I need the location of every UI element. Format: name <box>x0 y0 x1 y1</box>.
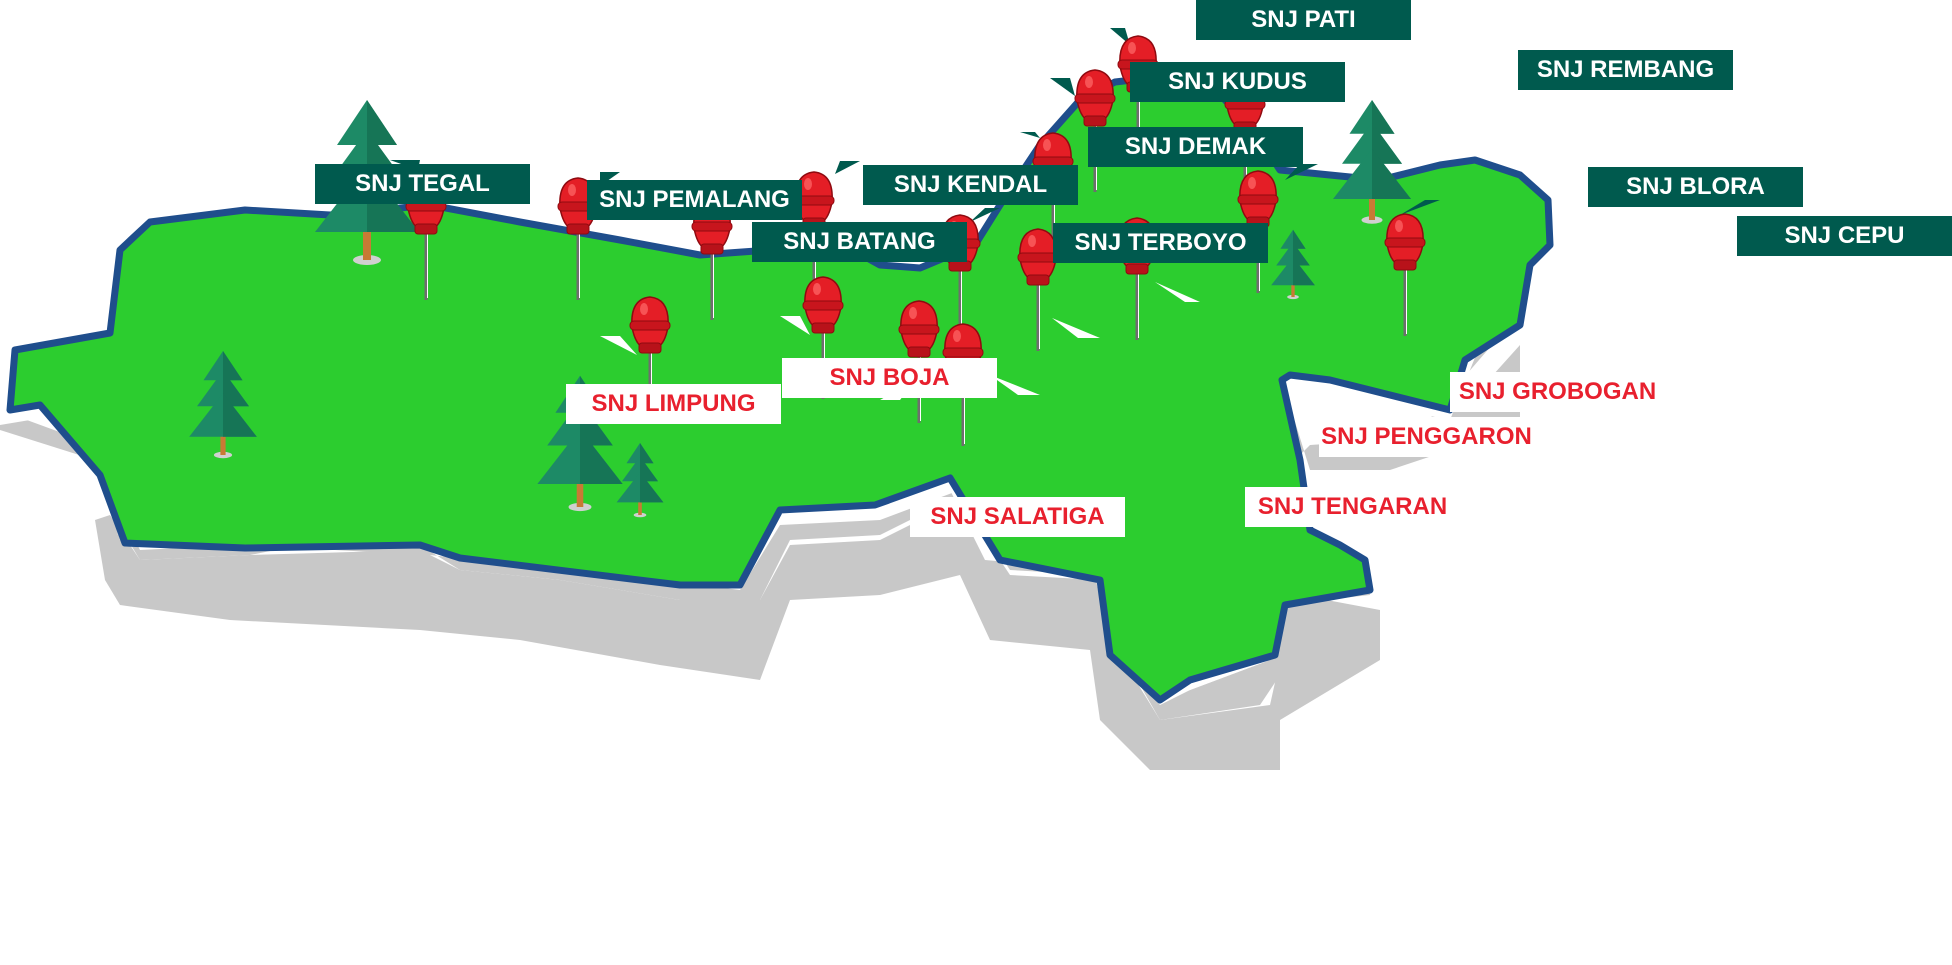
label-snj-demak: SNJ DEMAK <box>1088 127 1303 167</box>
label-snj-pemalang: SNJ PEMALANG <box>587 180 802 220</box>
label-snj-limpung: SNJ LIMPUNG <box>566 384 781 424</box>
label-snj-boja: SNJ BOJA <box>782 358 997 398</box>
label-snj-grobogan: SNJ GROBOGAN <box>1450 372 1665 412</box>
label-snj-tengaran: SNJ TENGARAN <box>1245 487 1460 527</box>
label-snj-blora: SNJ BLORA <box>1588 167 1803 207</box>
label-snj-penggaron: SNJ PENGGARON <box>1319 417 1534 457</box>
label-snj-kudus: SNJ KUDUS <box>1130 62 1345 102</box>
label-snj-kendal: SNJ KENDAL <box>863 165 1078 205</box>
label-snj-salatiga: SNJ SALATIGA <box>910 497 1125 537</box>
map-shadow-lower <box>95 500 1380 770</box>
label-snj-rembang: SNJ REMBANG <box>1518 50 1733 90</box>
label-snj-tegal: SNJ TEGAL <box>315 164 530 204</box>
label-snj-terboyo: SNJ TERBOYO <box>1053 223 1268 263</box>
label-snj-cepu: SNJ CEPU <box>1737 216 1952 256</box>
label-snj-pati: SNJ PATI <box>1196 0 1411 40</box>
label-snj-batang: SNJ BATANG <box>752 222 967 262</box>
